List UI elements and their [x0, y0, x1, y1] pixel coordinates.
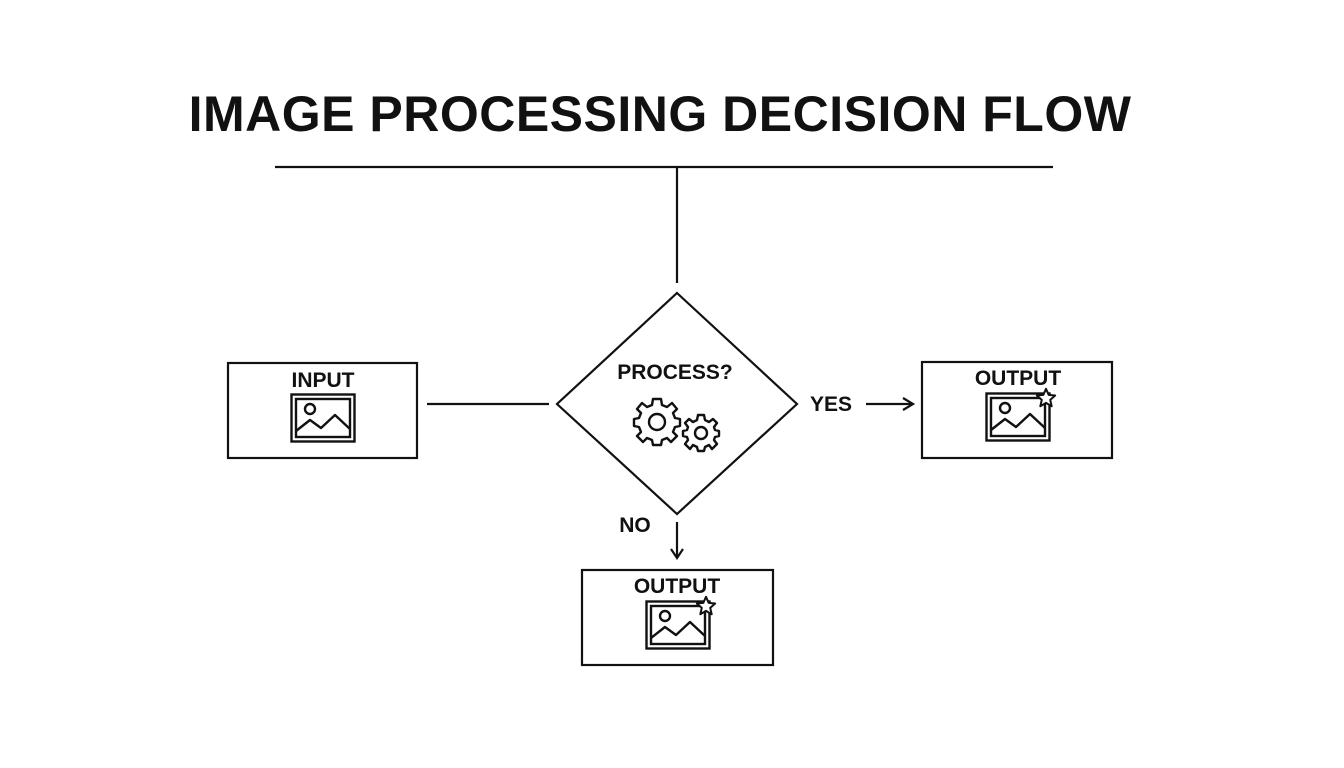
decision-node: PROCESS?: [555, 291, 799, 516]
output-yes-label: OUTPUT: [975, 367, 1062, 390]
yes-arrow: [866, 397, 916, 411]
output-yes-box: [920, 360, 1114, 460]
diagram-title: IMAGE PROCESSING DECISION FLOW: [189, 86, 1132, 142]
input-label: INPUT: [292, 369, 355, 392]
output-yes-node: OUTPUT: [920, 360, 1114, 460]
decision-label: PROCESS?: [617, 361, 733, 384]
decision-diamond: [555, 291, 799, 516]
output-no-label: OUTPUT: [634, 575, 721, 598]
yes-label: YES: [810, 393, 852, 416]
no-arrow: [670, 522, 684, 560]
input-node: INPUT: [226, 361, 419, 460]
no-label: NO: [619, 514, 651, 537]
gears-icon: [632, 397, 721, 453]
output-no-node: OUTPUT: [580, 568, 775, 667]
